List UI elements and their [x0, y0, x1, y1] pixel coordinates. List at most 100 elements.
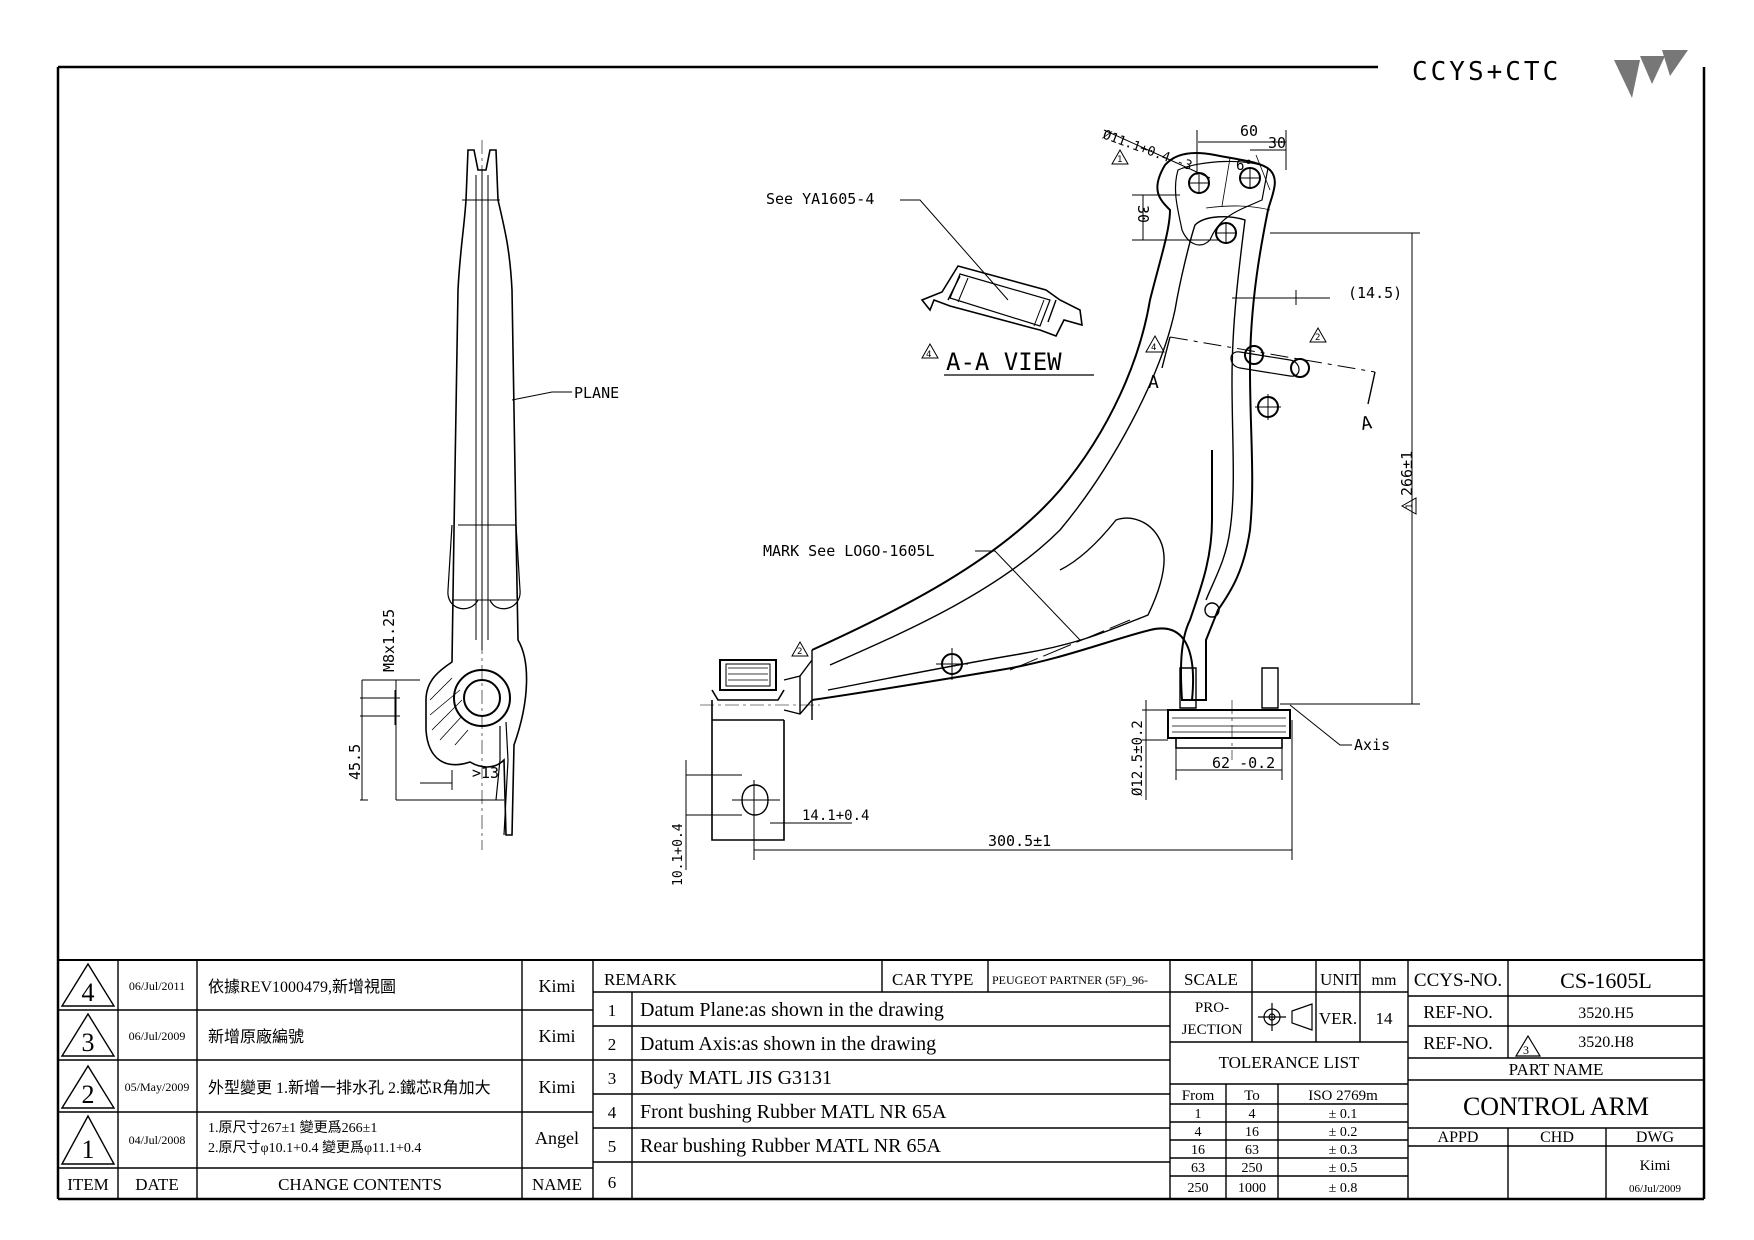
ref-no-label-1: REF-NO.: [1423, 1002, 1493, 1022]
rev-name-4: Kimi: [538, 976, 575, 996]
rev-triangle-2b-icon: 2: [791, 640, 809, 657]
aa-view-labels: See YA1605-4 A-A VIEW 4: [766, 190, 1062, 376]
rev-item-3: 3: [82, 1028, 95, 1057]
dim-266: 266±1: [1398, 451, 1416, 496]
tol-value-1: ± 0.1: [1329, 1107, 1358, 1122]
car-type-value: PEUGEOT PARTNER (5F)_96-: [992, 973, 1148, 987]
tol-header-iso: ISO 2769m: [1308, 1088, 1378, 1104]
rev-change-1-line2: 2.原尺寸φ10.1+0.4 變更爲φ11.1+0.4: [208, 1140, 421, 1156]
rev-change-1: 1.原尺寸267±1 變更爲266±1: [208, 1120, 377, 1136]
unit-value: mm: [1372, 972, 1397, 989]
rev-date-3: 06/Jul/2009: [129, 1029, 186, 1043]
arm-lower-contour: [811, 627, 1195, 701]
header-item: ITEM: [67, 1175, 109, 1194]
ref-no-label-2: REF-NO.: [1423, 1033, 1493, 1053]
tol-from-5: 250: [1188, 1181, 1209, 1196]
arm-inner-contour: [829, 216, 1246, 666]
main-view: [685, 129, 1420, 870]
dim-6-deg: 6°: [1236, 158, 1253, 174]
dwg-label: DWG: [1636, 1129, 1675, 1146]
revision-table-text: 4 3 2 1 06/Jul/2011 06/Jul/2009 05/May/2…: [67, 976, 582, 1194]
dwg-date: 06/Jul/2009: [1629, 1183, 1681, 1195]
tol-value-2: ± 0.2: [1329, 1125, 1358, 1140]
projection-symbol-icon: [1258, 1003, 1313, 1031]
ver-label: VER.: [1319, 1009, 1357, 1028]
remark-no-5: 5: [608, 1137, 617, 1156]
rev-item-1: 1: [82, 1135, 95, 1164]
tol-value-4: ± 0.5: [1329, 1161, 1358, 1176]
company-logo: CCYS+CTC: [1412, 50, 1688, 98]
aa-rev-triangle-icon: 4: [921, 342, 939, 360]
ccys-no-value: CS-1605L: [1560, 968, 1652, 993]
remark-text-4: Front bushing Rubber MATL NR 65A: [640, 1101, 947, 1123]
svg-text:1: 1: [1117, 155, 1122, 165]
ref-no-value-2: 3520.H8: [1578, 1034, 1634, 1051]
axis-label: Axis: [1354, 736, 1390, 754]
main-view-labels: Ø11.1+0.4 -3 60 30 6° 30 (14.5) 266±1 A …: [671, 122, 1416, 886]
dwg-name: Kimi: [1640, 1158, 1671, 1174]
dim-hole-diameter: Ø11.1+0.4 -3: [1101, 128, 1194, 174]
header-change: CHANGE CONTENTS: [278, 1175, 442, 1194]
dim-45-5: 45.5: [346, 744, 364, 780]
tol-to-5: 1000: [1238, 1181, 1266, 1196]
remark-text-1: Datum Plane:as shown in the drawing: [640, 999, 944, 1021]
part-name-value: CONTROL ARM: [1463, 1092, 1649, 1121]
ver-value: 14: [1376, 1009, 1394, 1028]
tol-from-4: 63: [1191, 1161, 1205, 1176]
logo-text: CCYS+CTC: [1412, 57, 1561, 87]
ref-rev-triangle-icon: [1514, 1034, 1542, 1057]
arm-outer-contour: [811, 151, 1276, 701]
svg-text:4: 4: [926, 350, 931, 360]
rev-name-1: Angel: [535, 1128, 579, 1148]
rev-triangle-4-icon: 4: [1145, 334, 1165, 353]
sheet-border: [56, 65, 1706, 1201]
part-name-label: PART NAME: [1509, 1060, 1604, 1079]
svg-text:2: 2: [1315, 333, 1320, 343]
side-view-labels: PLANE M8x1.25 45.5 >13: [346, 384, 619, 782]
remark-text-5: Rear bushing Rubber MATL NR 65A: [640, 1135, 941, 1157]
remark-block: [593, 960, 1171, 1199]
unit-label: UNIT: [1320, 970, 1361, 989]
dim-30-vertical: 30: [1134, 205, 1152, 223]
rev-date-4: 06/Jul/2011: [129, 979, 185, 993]
remark-no-3: 3: [608, 1069, 617, 1088]
section-a-right: A: [1359, 412, 1373, 435]
aa-ref-label: See YA1605-4: [766, 190, 874, 208]
rev-item-4: 4: [82, 978, 95, 1007]
remark-text-3: Body MATL JIS G3131: [640, 1067, 832, 1089]
front-bushing: [700, 650, 820, 841]
rev-change-2: 外型變更 1.新增一排水孔 2.鐵芯R角加大: [208, 1078, 491, 1097]
remark-header: REMARK: [604, 970, 677, 989]
projection-label-1: PRO-: [1195, 1000, 1229, 1016]
scale-label: SCALE: [1184, 970, 1238, 989]
rev-change-3: 新增原廠編號: [208, 1027, 304, 1046]
svg-text:4: 4: [1151, 343, 1156, 353]
ref-no-value-1: 3520.H5: [1578, 1005, 1634, 1022]
tol-header-from: From: [1182, 1088, 1215, 1104]
logo-emblem-icon: [1614, 50, 1688, 98]
plane-label: PLANE: [574, 384, 619, 402]
svg-text:2: 2: [797, 647, 802, 657]
tol-header-to: To: [1244, 1088, 1260, 1104]
revision-table: [58, 960, 594, 1199]
rev-date-1: 04/Jul/2008: [129, 1133, 186, 1147]
ref-no-2-rev: 3: [1523, 1043, 1529, 1057]
rev-triangle-2-icon: 2: [1309, 326, 1327, 343]
svg-text:1: 1: [1405, 504, 1415, 509]
ccys-no-label: CCYS-NO.: [1414, 970, 1502, 991]
chd-label: CHD: [1540, 1129, 1574, 1146]
remark-no-2: 2: [608, 1035, 617, 1054]
header-name: NAME: [532, 1175, 582, 1194]
header-date: DATE: [135, 1175, 178, 1194]
rev-change-4: 依據REV1000479,新增視圖: [208, 978, 396, 996]
tol-from-2: 4: [1195, 1125, 1202, 1140]
rev-triangle-266-icon: 1: [1400, 497, 1417, 515]
dim-30: 30: [1268, 134, 1286, 152]
tolerance-title: TOLERANCE LIST: [1219, 1053, 1360, 1072]
dim-10-1: 10.1+0.4: [671, 823, 686, 886]
section-aa-view: [900, 199, 1094, 376]
appd-label: APPD: [1438, 1129, 1479, 1146]
tol-to-3: 63: [1245, 1143, 1259, 1158]
tol-to-2: 16: [1245, 1125, 1259, 1140]
side-arm-outline: [425, 149, 528, 836]
